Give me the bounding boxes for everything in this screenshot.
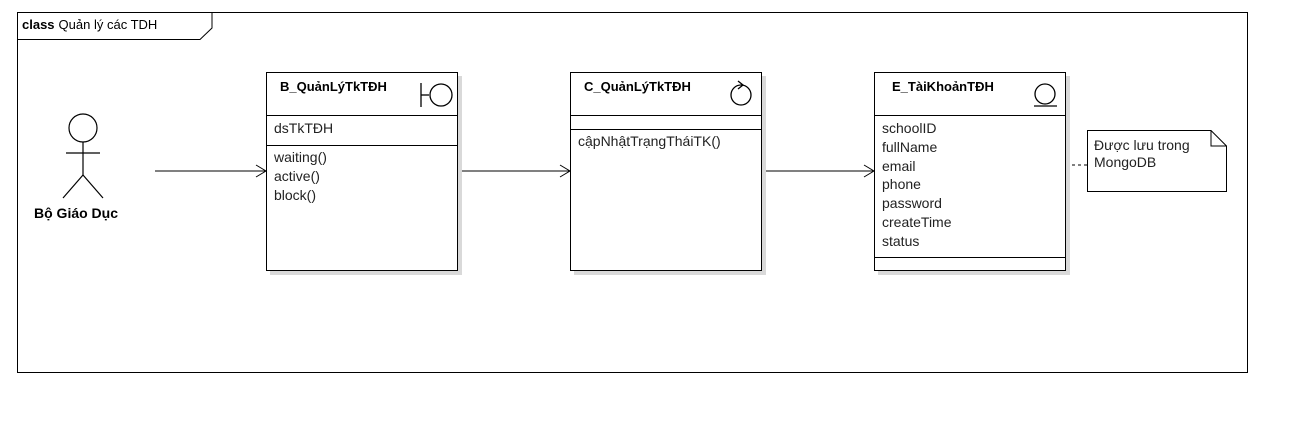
boundary-class[interactable]: B_QuảnLýTkTĐH dsTkTĐH waiting() active()…: [266, 72, 458, 271]
entity-class[interactable]: E_TàiKhoảnTĐH schoolID fullName email ph…: [874, 72, 1066, 271]
class-name: E_TàiKhoảnTĐH: [892, 79, 994, 94]
class-attribute: password: [882, 195, 942, 211]
diagram-frame: [17, 12, 1248, 373]
class-name: C_QuảnLýTkTĐH: [584, 79, 691, 94]
class-attribute: createTime: [882, 214, 952, 230]
class-name: B_QuảnLýTkTĐH: [280, 79, 387, 94]
class-operation: active(): [274, 168, 320, 184]
class-attribute: schoolID: [882, 120, 937, 136]
control-icon: [730, 80, 752, 106]
class-operation: block(): [274, 187, 317, 203]
control-class[interactable]: C_QuảnLýTkTĐH cậpNhậtTrạngTháiTK(): [570, 72, 762, 271]
association-boundary-control: [458, 164, 571, 178]
note-shape: [1087, 130, 1227, 192]
class-attribute: status: [882, 233, 920, 249]
frame-title: Quản lý các TDH: [58, 17, 158, 32]
class-operation: waiting(): [274, 149, 327, 165]
frame-keyword: class: [22, 17, 55, 32]
class-operation: cậpNhậtTrạngTháiTK(): [578, 133, 721, 149]
boundary-icon: [420, 83, 453, 107]
class-attribute: phone: [882, 176, 921, 192]
frame-tab: [17, 12, 213, 40]
class-attribute: dsTkTĐH: [274, 120, 334, 136]
class-attribute: fullName: [882, 139, 938, 155]
note-line-2: MongoDB: [1094, 154, 1157, 170]
association-actor-boundary: [155, 164, 267, 178]
association-control-entity: [762, 164, 875, 178]
actor-stick-figure-icon: [62, 113, 104, 199]
actor-label: Bộ Giáo Dục: [34, 205, 119, 221]
note-line-1: Được lưu trong: [1094, 137, 1190, 153]
entity-icon: [1034, 83, 1057, 107]
class-attribute: email: [882, 158, 916, 174]
